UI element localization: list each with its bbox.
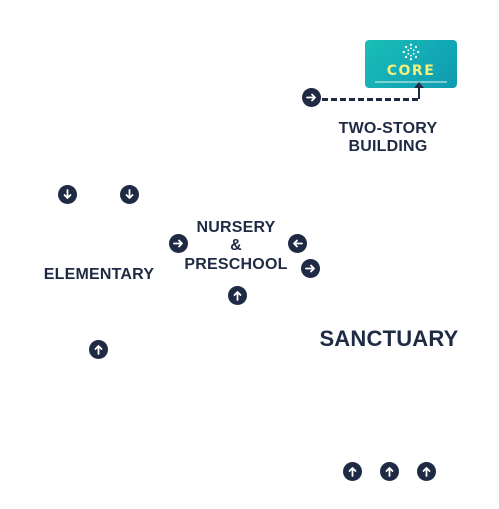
arrow-up-circle-icon: [229, 287, 246, 304]
arrow-down-circle-icon: [121, 186, 138, 203]
elementary-label: ELEMENTARY: [43, 266, 155, 283]
nursery-label-line3: PRESCHOOL: [184, 255, 288, 273]
building-label-line1: TWO-STORY: [338, 120, 438, 137]
nursery-preschool-label: NURSERY & PRESCHOOL: [176, 219, 296, 274]
arrow-up-circle-icon: [90, 341, 107, 358]
core-burst-icon: [402, 43, 420, 61]
arrow-down-circle-icon: [59, 186, 76, 203]
arrow-left-circle-icon: [289, 235, 306, 252]
arrow-right-circle-icon: [303, 89, 320, 106]
nursery-label-line2: &: [230, 237, 242, 255]
sanctuary-label: SANCTUARY: [319, 326, 459, 351]
arrow-right-circle-icon: [170, 235, 187, 252]
arrow-up-circle-icon: [381, 463, 398, 480]
arrow-up-circle-icon: [418, 463, 435, 480]
arrow-up-circle-icon: [344, 463, 361, 480]
dashed-path-riser: [418, 84, 420, 99]
arrow-right-circle-icon: [302, 260, 319, 277]
two-story-building-label: TWO-STORY BUILDING: [318, 120, 458, 157]
core-logo-underline: [375, 81, 447, 83]
nursery-label-line1: NURSERY: [196, 219, 276, 236]
dashed-path: [322, 98, 418, 101]
core-logo: CORE: [365, 40, 457, 88]
core-logo-text: CORE: [386, 63, 436, 79]
building-label-line2: BUILDING: [348, 138, 428, 156]
path-arrowhead-icon: [414, 82, 424, 88]
